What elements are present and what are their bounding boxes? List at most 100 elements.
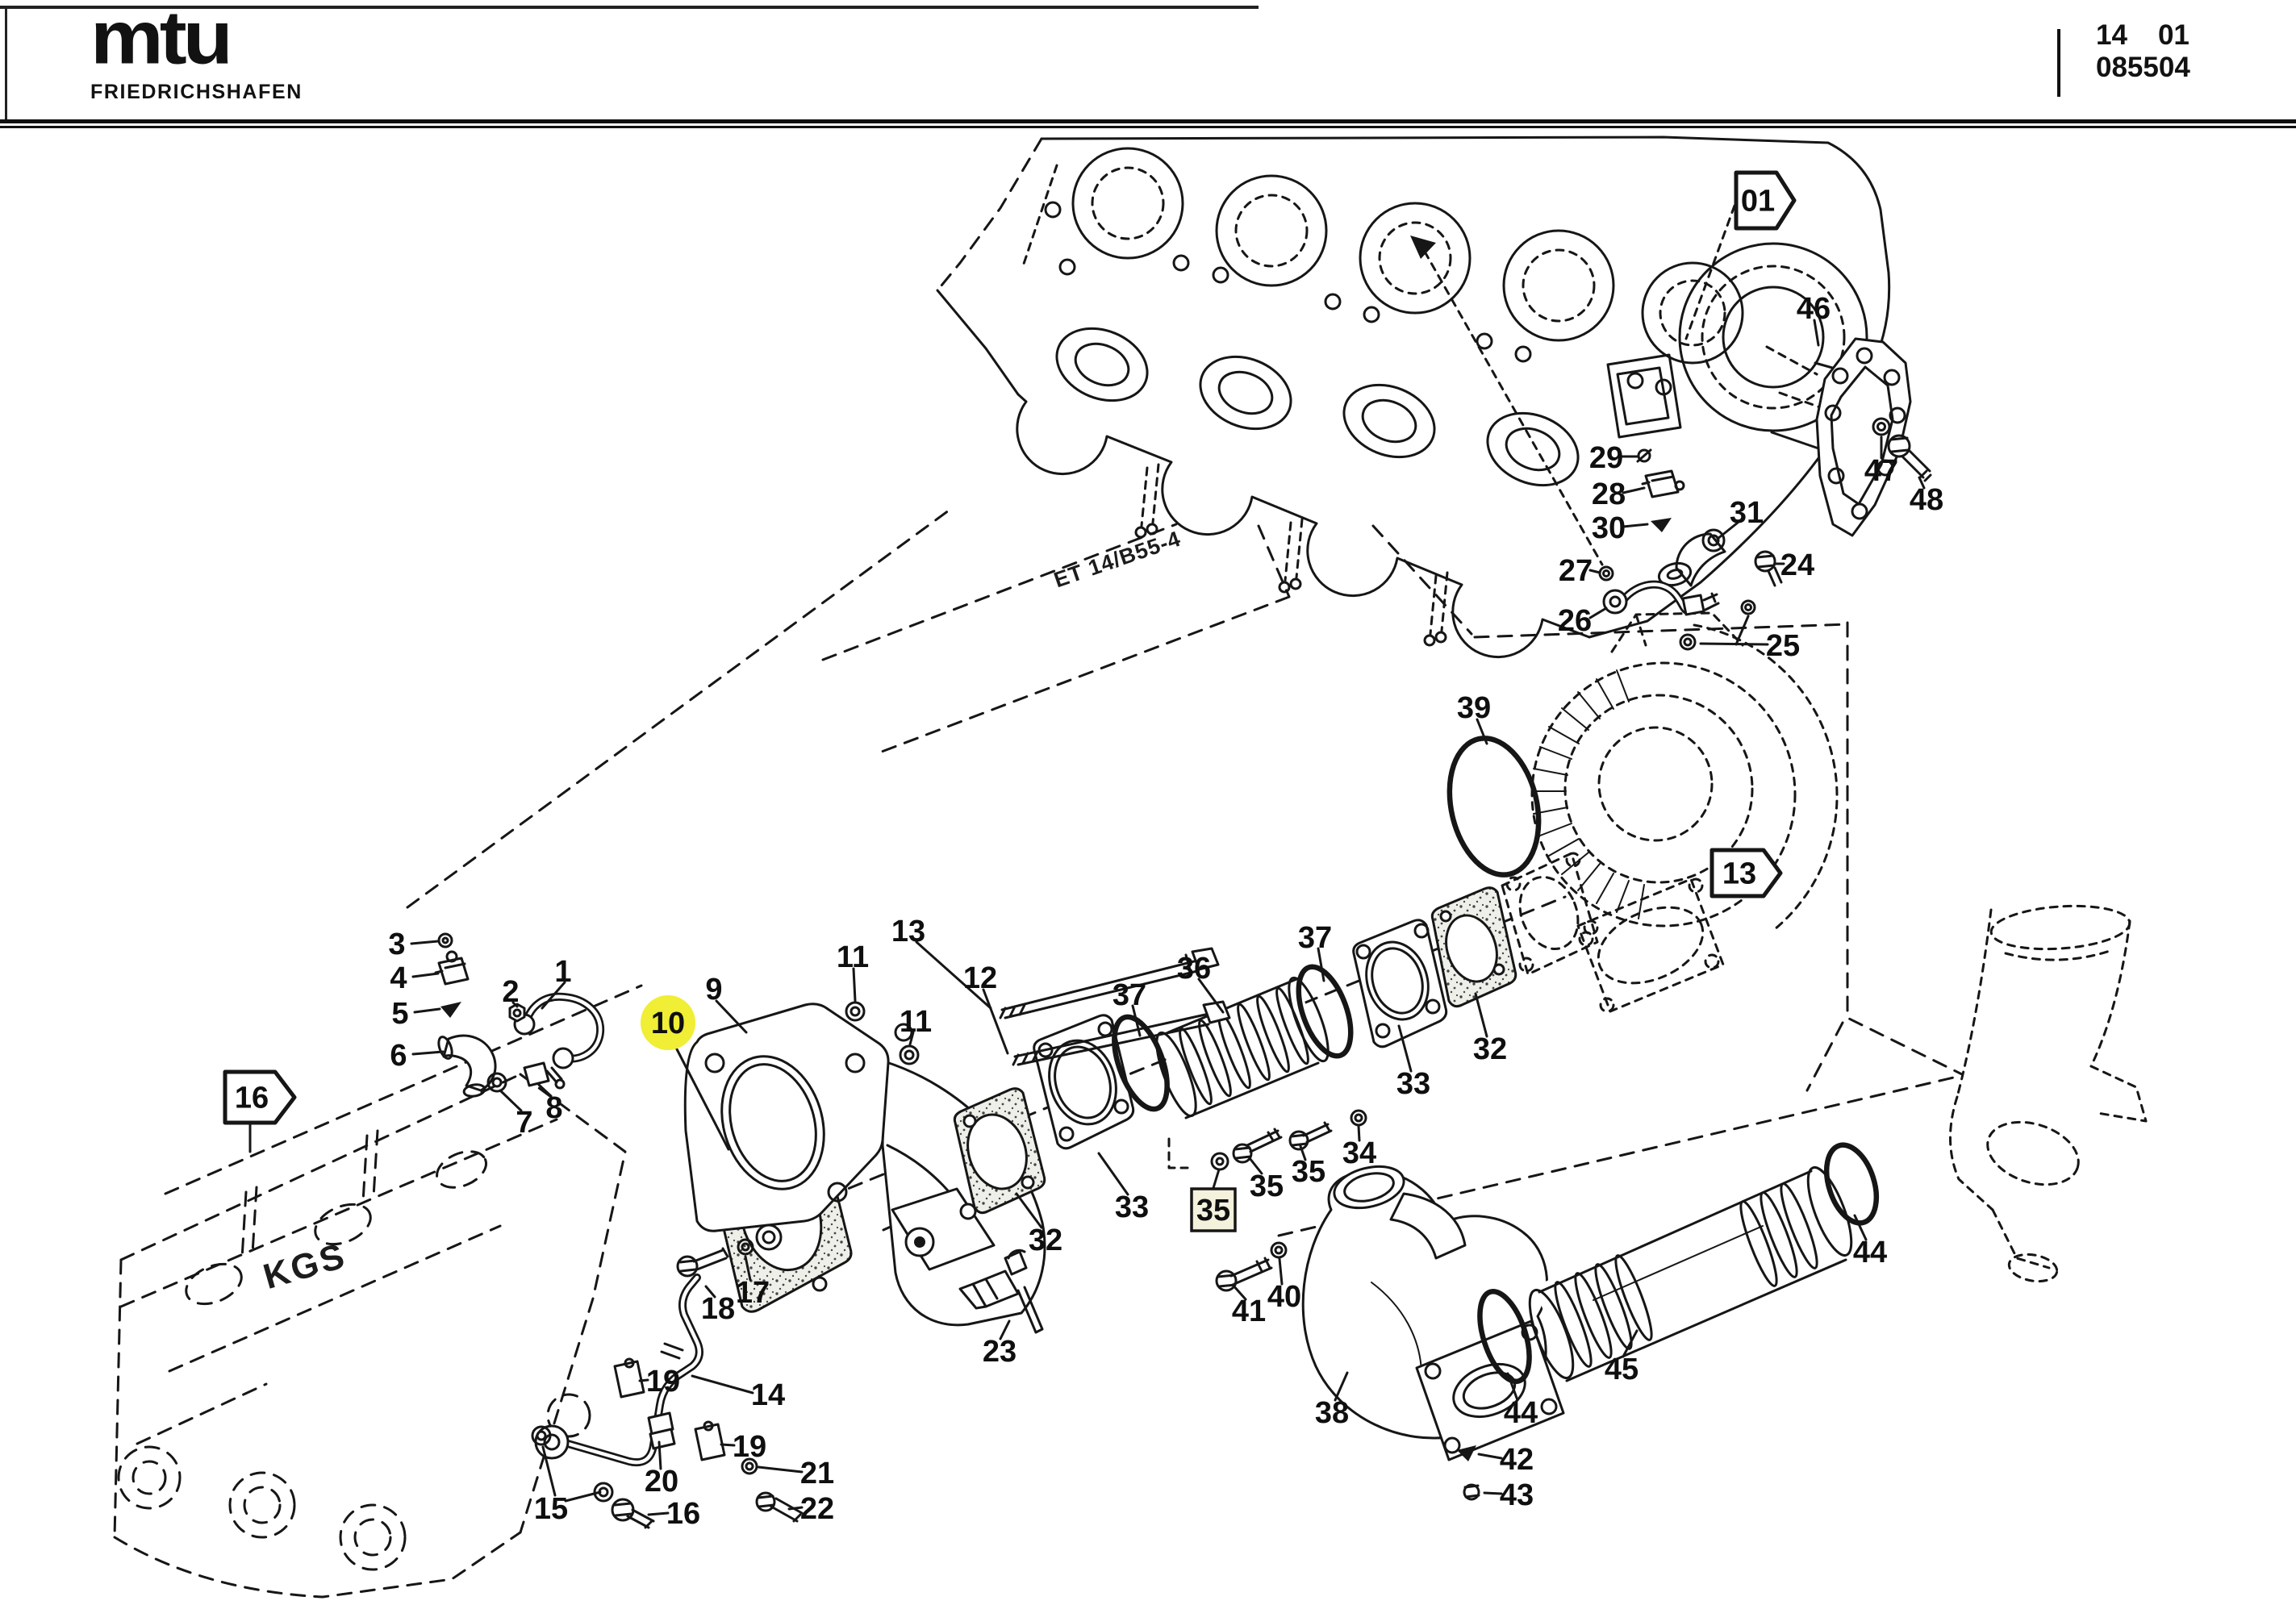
part-label-31[interactable]: 31 (1716, 496, 1764, 540)
svg-text:35: 35 (1196, 1194, 1230, 1228)
next-assembly-ghost (1948, 904, 2148, 1283)
part-label-29[interactable]: 29 (1589, 441, 1640, 475)
svg-text:9: 9 (705, 973, 722, 1007)
part-label-27[interactable]: 27 (1559, 554, 1601, 588)
svg-text:13: 13 (1722, 857, 1756, 891)
part-label-15[interactable]: 15 (534, 1445, 602, 1526)
part-label-18[interactable]: 18 (701, 1285, 735, 1326)
part-label-41[interactable]: 41 (1231, 1283, 1266, 1328)
part-label-5[interactable]: 5 (391, 997, 441, 1031)
part-label-32b[interactable]: 32 (1473, 992, 1507, 1066)
part-label-11[interactable]: 11 (837, 940, 869, 1003)
flange-33a (1033, 1014, 1135, 1150)
svg-text:19: 19 (733, 1430, 766, 1464)
svg-text:13: 13 (891, 915, 925, 948)
part-label-35c[interactable]: 35 (1292, 1144, 1325, 1189)
part-label-6[interactable]: 6 (390, 1039, 445, 1073)
part-label-46[interactable]: 46 (1797, 292, 1831, 347)
part-label-22[interactable]: 22 (787, 1492, 834, 1526)
part-label-19b[interactable]: 19 (720, 1430, 766, 1464)
part-label-3[interactable]: 3 (388, 928, 440, 961)
svg-text:31: 31 (1730, 496, 1764, 530)
part-label-47[interactable]: 47 (1864, 436, 1898, 488)
et-sheet-ref: ET 14/B55-4 (1051, 527, 1184, 593)
part-label-9[interactable]: 9 (705, 973, 748, 1034)
part-label-12[interactable]: 12 (963, 961, 1009, 1055)
part-label-19[interactable]: 19 (638, 1365, 680, 1399)
svg-text:42: 42 (1500, 1443, 1534, 1477)
svg-text:18: 18 (701, 1292, 735, 1326)
part-label-44b[interactable]: 44 (1853, 1214, 1887, 1269)
svg-text:8: 8 (545, 1091, 562, 1125)
svg-text:32: 32 (1029, 1224, 1062, 1257)
manifold-elbow-38 (1301, 1165, 1565, 1501)
flange-33b (1352, 919, 1448, 1048)
part-label-39[interactable]: 39 (1457, 691, 1491, 745)
gasket-32b (1430, 886, 1517, 1008)
part-label-32[interactable]: 32 (1015, 1192, 1062, 1257)
part-label-21[interactable]: 21 (757, 1457, 834, 1490)
catalog-number: 085504 (2096, 52, 2190, 83)
svg-text:01: 01 (1741, 185, 1775, 219)
part-label-33[interactable]: 33 (1097, 1152, 1149, 1224)
svg-text:19: 19 (646, 1365, 680, 1399)
sheet-group: 14 (2096, 19, 2127, 51)
nav-arrow-01[interactable]: 01 (1734, 170, 1797, 231)
part-label-16[interactable]: 16 (647, 1497, 700, 1531)
svg-text:33: 33 (1396, 1067, 1430, 1101)
svg-text:33: 33 (1115, 1190, 1149, 1224)
bellows-36 (1155, 976, 1330, 1123)
part-label-10[interactable]: 10 (641, 995, 730, 1151)
svg-text:45: 45 (1605, 1353, 1639, 1386)
nav-arrow-13[interactable]: 13 (1709, 848, 1783, 898)
part-label-11b[interactable]: 11 (900, 1005, 932, 1046)
part-label-7[interactable]: 7 (499, 1089, 533, 1140)
part-label-38[interactable]: 38 (1315, 1371, 1349, 1430)
part-label-35[interactable]: 35 (1190, 1168, 1237, 1232)
svg-text:22: 22 (800, 1492, 834, 1526)
svg-text:4: 4 (390, 961, 407, 995)
part-label-35b[interactable]: 35 (1248, 1157, 1284, 1203)
part-label-8[interactable]: 8 (537, 1083, 563, 1125)
part-label-14[interactable]: 14 (691, 1374, 785, 1412)
nav-arrow-16[interactable]: 16 (223, 1069, 297, 1125)
part-label-28[interactable]: 28 (1592, 477, 1646, 511)
bolts-34-35 (1210, 1109, 1367, 1171)
part-label-36[interactable]: 36 (1177, 952, 1225, 1014)
part-label-13[interactable]: 13 (891, 915, 992, 1010)
brand-subtitle: FRIEDRICHSHAFEN (90, 81, 303, 103)
svg-text:44: 44 (1504, 1396, 1538, 1430)
svg-text:17: 17 (736, 1276, 770, 1310)
header-divider (2057, 29, 2060, 97)
part-label-48[interactable]: 48 (1910, 476, 1943, 517)
part-label-25[interactable]: 25 (1699, 629, 1800, 663)
part-label-40[interactable]: 40 (1267, 1257, 1301, 1314)
gasket-32a (953, 1087, 1046, 1215)
part-label-20[interactable]: 20 (645, 1440, 678, 1499)
part-label-24[interactable]: 24 (1773, 548, 1814, 582)
part-label-37b[interactable]: 37 (1298, 921, 1332, 982)
brand-block: mtu FRIEDRICHSHAFEN (90, 0, 303, 104)
scan-border-left (5, 8, 7, 119)
part-label-17[interactable]: 17 (736, 1255, 770, 1310)
part-label-43[interactable]: 43 (1483, 1478, 1534, 1512)
part-label-23[interactable]: 23 (983, 1319, 1017, 1369)
svg-text:46: 46 (1797, 292, 1831, 326)
part-label-37[interactable]: 37 (1113, 978, 1146, 1037)
part-label-2[interactable]: 2 (502, 975, 519, 1009)
part-label-26[interactable]: 26 (1558, 604, 1608, 638)
part-label-4[interactable]: 4 (390, 961, 440, 995)
part-label-30[interactable]: 30 (1592, 511, 1649, 545)
part-label-33b[interactable]: 33 (1396, 1024, 1430, 1101)
svg-text:28: 28 (1592, 477, 1626, 511)
svg-text:35: 35 (1292, 1155, 1325, 1189)
part-label-44[interactable]: 44 (1504, 1372, 1538, 1430)
part-label-34[interactable]: 34 (1342, 1124, 1376, 1170)
part-label-1[interactable]: 1 (541, 955, 572, 1010)
oring-44b (1823, 1142, 1880, 1226)
part-label-45[interactable]: 45 (1605, 1329, 1639, 1386)
part-label-42[interactable]: 42 (1477, 1443, 1534, 1477)
